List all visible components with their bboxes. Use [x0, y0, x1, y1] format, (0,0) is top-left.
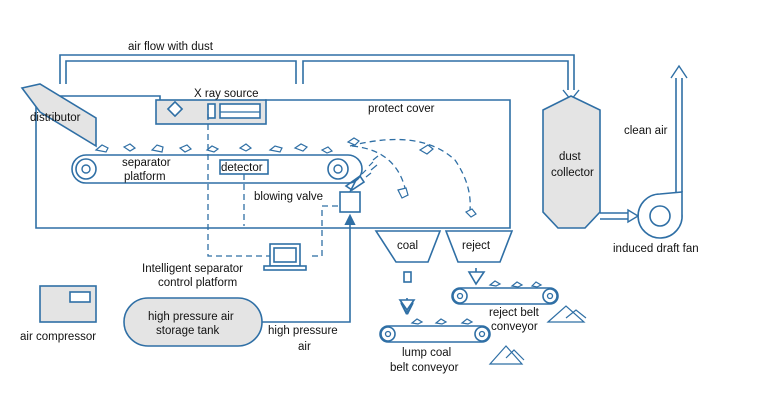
x-ray-source — [155, 99, 267, 125]
control-platform — [263, 243, 307, 271]
separator-platform-label-1: separator — [122, 157, 171, 169]
fan-label: induced draft fan — [613, 243, 699, 255]
dust-label-1: dust — [559, 151, 582, 163]
distributor — [20, 83, 97, 148]
control-label-1: Intelligent separator — [142, 263, 243, 275]
distributor-label: distributor — [30, 112, 81, 124]
reject-belt-conveyor — [451, 280, 587, 323]
lump-conveyor-label-1: lump coal — [402, 347, 451, 359]
reject-conveyor-label-1: reject belt — [489, 307, 540, 319]
air-compressor-label: air compressor — [20, 331, 96, 343]
separator-platform — [71, 154, 363, 184]
blowing-valve-label: blowing valve — [254, 191, 323, 203]
separator-platform-label-2: platform — [124, 171, 166, 183]
air-flow-label: air flow with dust — [128, 41, 214, 53]
reject-hopper-label: reject — [462, 240, 491, 252]
lump-conveyor-label-2: belt conveyor — [390, 362, 459, 374]
high-pressure-air-line — [262, 213, 356, 323]
coal-piece — [418, 144, 434, 155]
coal-on-belt — [94, 143, 334, 154]
x-ray-source-label: X ray source — [194, 88, 259, 100]
protect-cover — [35, 95, 511, 229]
clean-air-label: clean air — [624, 125, 668, 137]
signal-lines — [207, 104, 340, 257]
falling-indicators — [398, 268, 486, 312]
induced-draft-fan — [637, 191, 683, 239]
dust-collector — [542, 95, 601, 229]
dust-label-2: collector — [551, 167, 594, 179]
reject-conveyor-label-2: conveyor — [491, 321, 538, 333]
air-flow-duct — [59, 54, 580, 102]
hp-air-label-1: high pressure — [268, 325, 338, 337]
coal-hopper-label: coal — [397, 240, 418, 252]
air-compressor — [39, 285, 97, 323]
collector-to-fan-duct — [600, 208, 640, 224]
control-label-2: control platform — [158, 277, 237, 289]
clean-air-exhaust — [670, 64, 688, 192]
lump-coal-belt-conveyor — [379, 318, 525, 365]
coal-piece — [346, 137, 360, 146]
trajectories — [349, 138, 471, 211]
coal-piece — [397, 187, 409, 199]
tank-label-1: high pressure air — [148, 311, 234, 323]
blowing-valve — [339, 155, 379, 213]
protect-cover-label: protect cover — [368, 103, 435, 115]
hoppers — [374, 230, 514, 263]
tank-label-2: storage tank — [156, 325, 220, 337]
coal-piece — [464, 208, 477, 218]
detector-label: detector — [221, 162, 263, 174]
hp-air-label-2: air — [298, 341, 311, 353]
